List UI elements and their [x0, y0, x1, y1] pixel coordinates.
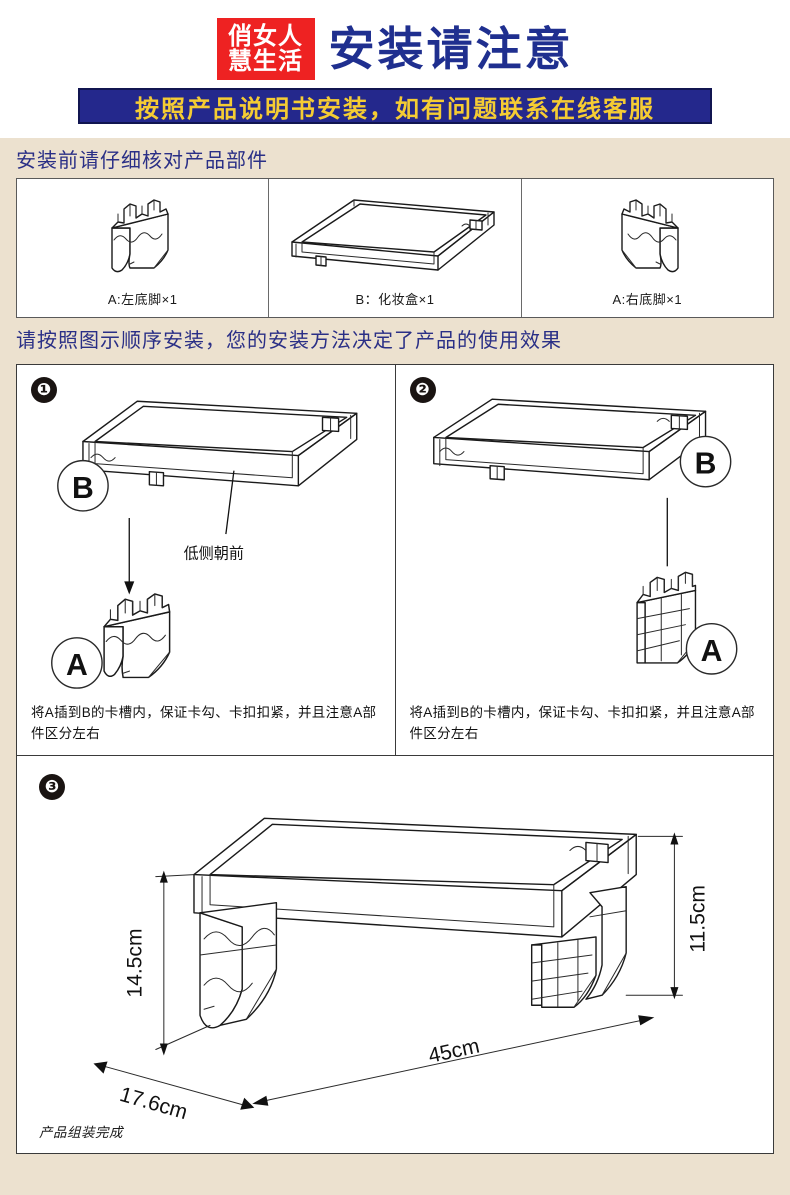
- steps-row-top: ❶: [17, 365, 773, 756]
- part-item-right-foot: A:右底脚×1: [520, 179, 773, 317]
- final-step-caption: 产品组装完成: [39, 1125, 123, 1140]
- part-label-tray: B：化妆盒×1: [355, 292, 435, 307]
- step-2: ❷: [394, 365, 774, 755]
- dimension-depth: 17.6cm: [117, 1083, 190, 1124]
- step-3: ❸: [17, 756, 773, 1153]
- parts-list: A:左底脚×1: [16, 178, 774, 318]
- step-2-label-a: A: [700, 635, 722, 668]
- step-1-number: ❶: [31, 377, 57, 403]
- step-1-caption: 将A插到B的卡槽内，保证卡勾、卡扣扣紧，并且注意A部件区分左右: [31, 705, 377, 742]
- step-2-number: ❷: [409, 377, 436, 403]
- dimension-width: 45cm: [426, 1035, 481, 1068]
- step-2-label-b: B: [694, 448, 716, 481]
- part-item-tray: B：化妆盒×1: [268, 179, 520, 317]
- step-1-label-a-circle: [51, 637, 103, 689]
- step-1-annotation-text: 低侧朝前: [184, 545, 244, 562]
- page-title: 安装请注意: [328, 23, 574, 75]
- part-item-left-foot: A:左底脚×1: [17, 179, 268, 317]
- parts-section-heading: 安装前请仔细核对产品部件: [16, 150, 268, 172]
- steps-container: ❶: [16, 364, 774, 1154]
- left-foot-icon: [17, 179, 268, 289]
- step-3-number: ❸: [39, 774, 65, 800]
- step-2-caption: 将A插到B的卡槽内，保证卡勾、卡扣扣紧，并且注意A部件区分左右: [409, 705, 755, 742]
- subtitle-banner: 按照产品说明书安装，如有问题联系在线客服: [78, 88, 712, 124]
- step-2-label-a-circle: [685, 622, 737, 675]
- instruction-body: 安装前请仔细核对产品部件: [0, 138, 790, 1195]
- step-1-label-b-circle: [57, 459, 109, 512]
- step-1-label-a: A: [66, 649, 88, 682]
- subtitle-text: 按照产品说明书安装，如有问题联系在线客服: [135, 95, 655, 123]
- right-foot-icon: [522, 179, 773, 289]
- brand-logo: 俏女人 慧生活: [216, 18, 315, 80]
- page-header: 俏女人 慧生活 安装请注意 按照产品说明书安装，如有问题联系在线客服: [0, 0, 790, 138]
- brand-logo-line2: 慧生活: [228, 48, 303, 75]
- part-label-left-foot: A:左底脚×1: [107, 292, 178, 307]
- dimension-height-right: 11.5cm: [687, 885, 710, 953]
- header-title-row: 俏女人 慧生活 安装请注意: [0, 0, 790, 80]
- dimension-height-left: 14.5cm: [124, 928, 147, 997]
- step-1: ❶: [17, 365, 395, 755]
- step-2-illustration: ❷: [396, 365, 774, 697]
- step-2-label-b-circle: [679, 435, 731, 488]
- step-1-label-b: B: [72, 472, 94, 505]
- part-label-right-foot: A:右底脚×1: [612, 292, 683, 307]
- brand-logo-line1: 俏女人: [228, 22, 303, 50]
- steps-section-heading: 请按照图示顺序安装，您的安装方法决定了产品的使用效果: [16, 330, 562, 352]
- cosmetic-tray-icon: [269, 179, 520, 289]
- step-1-illustration: ❶: [17, 365, 395, 697]
